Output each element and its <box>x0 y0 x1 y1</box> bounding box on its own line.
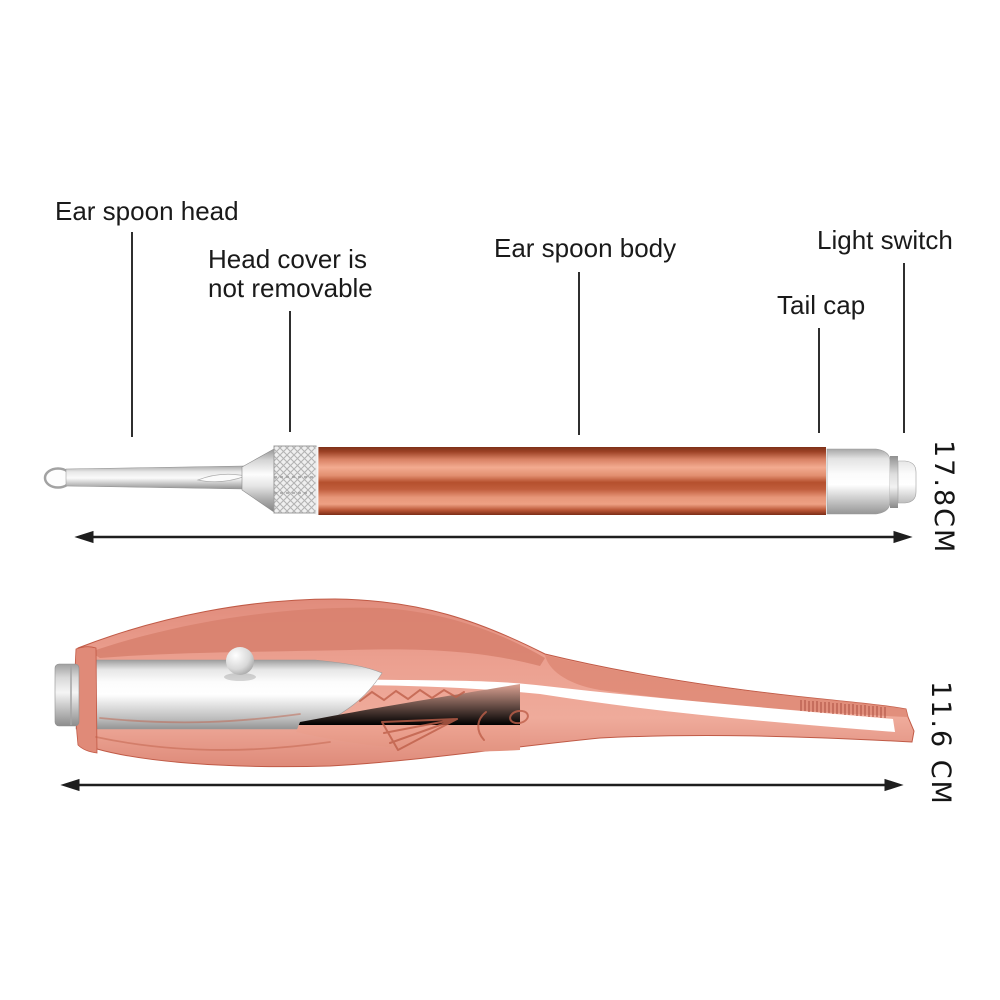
fish-gill-arc <box>477 711 487 741</box>
ear-spoon-pen <box>43 445 917 515</box>
label-head-cover-line2: not removable <box>208 273 373 303</box>
leader-ear-spoon-head <box>131 232 133 437</box>
tweezer-dimension-arrow <box>60 778 904 792</box>
arm-gap <box>337 679 895 732</box>
leader-tail-cap <box>818 328 820 433</box>
label-ear-spoon-body: Ear spoon body <box>494 233 677 263</box>
label-ear-spoon-head: Ear spoon head <box>55 196 239 226</box>
label-head-cover-line1: Head cover is <box>208 244 367 274</box>
tail-cap-shape <box>826 448 891 515</box>
leader-light-switch <box>903 263 905 433</box>
label-head-cover: Head cover is not removable <box>208 245 373 303</box>
tail-cap-ring <box>890 456 898 508</box>
label-tail-cap: Tail cap <box>777 290 866 320</box>
knurled-grip <box>273 445 317 514</box>
knurl-bands <box>274 476 316 494</box>
tip-serrations <box>800 700 886 718</box>
tweezer-light-button <box>226 647 254 675</box>
scoop-pocket-shading <box>90 607 545 666</box>
fish-engravings <box>95 688 529 751</box>
body-cap-seam <box>315 447 319 515</box>
pen-dimension-arrow <box>74 530 913 544</box>
lower-arm-front <box>296 684 520 752</box>
fish-eye <box>509 709 529 725</box>
fish-scale-zigzag <box>359 688 465 702</box>
belly-wave-lines <box>95 713 331 751</box>
light-switch-button <box>897 460 917 504</box>
leader-head-cover <box>289 311 291 432</box>
leader-ear-spoon-body <box>578 272 580 435</box>
flashlight-end-cap <box>54 663 80 727</box>
label-light-switch: Light switch <box>817 225 953 255</box>
head-cone <box>241 448 275 513</box>
tweezer-length-dimension: 11.6 CM <box>925 681 956 806</box>
pen-body-copper <box>318 447 826 515</box>
dome-button-shadow <box>224 673 256 681</box>
fish-fin-fan <box>381 718 458 751</box>
fish-tweezer <box>54 598 915 768</box>
pen-length-dimension: 17.8CM <box>928 440 959 555</box>
